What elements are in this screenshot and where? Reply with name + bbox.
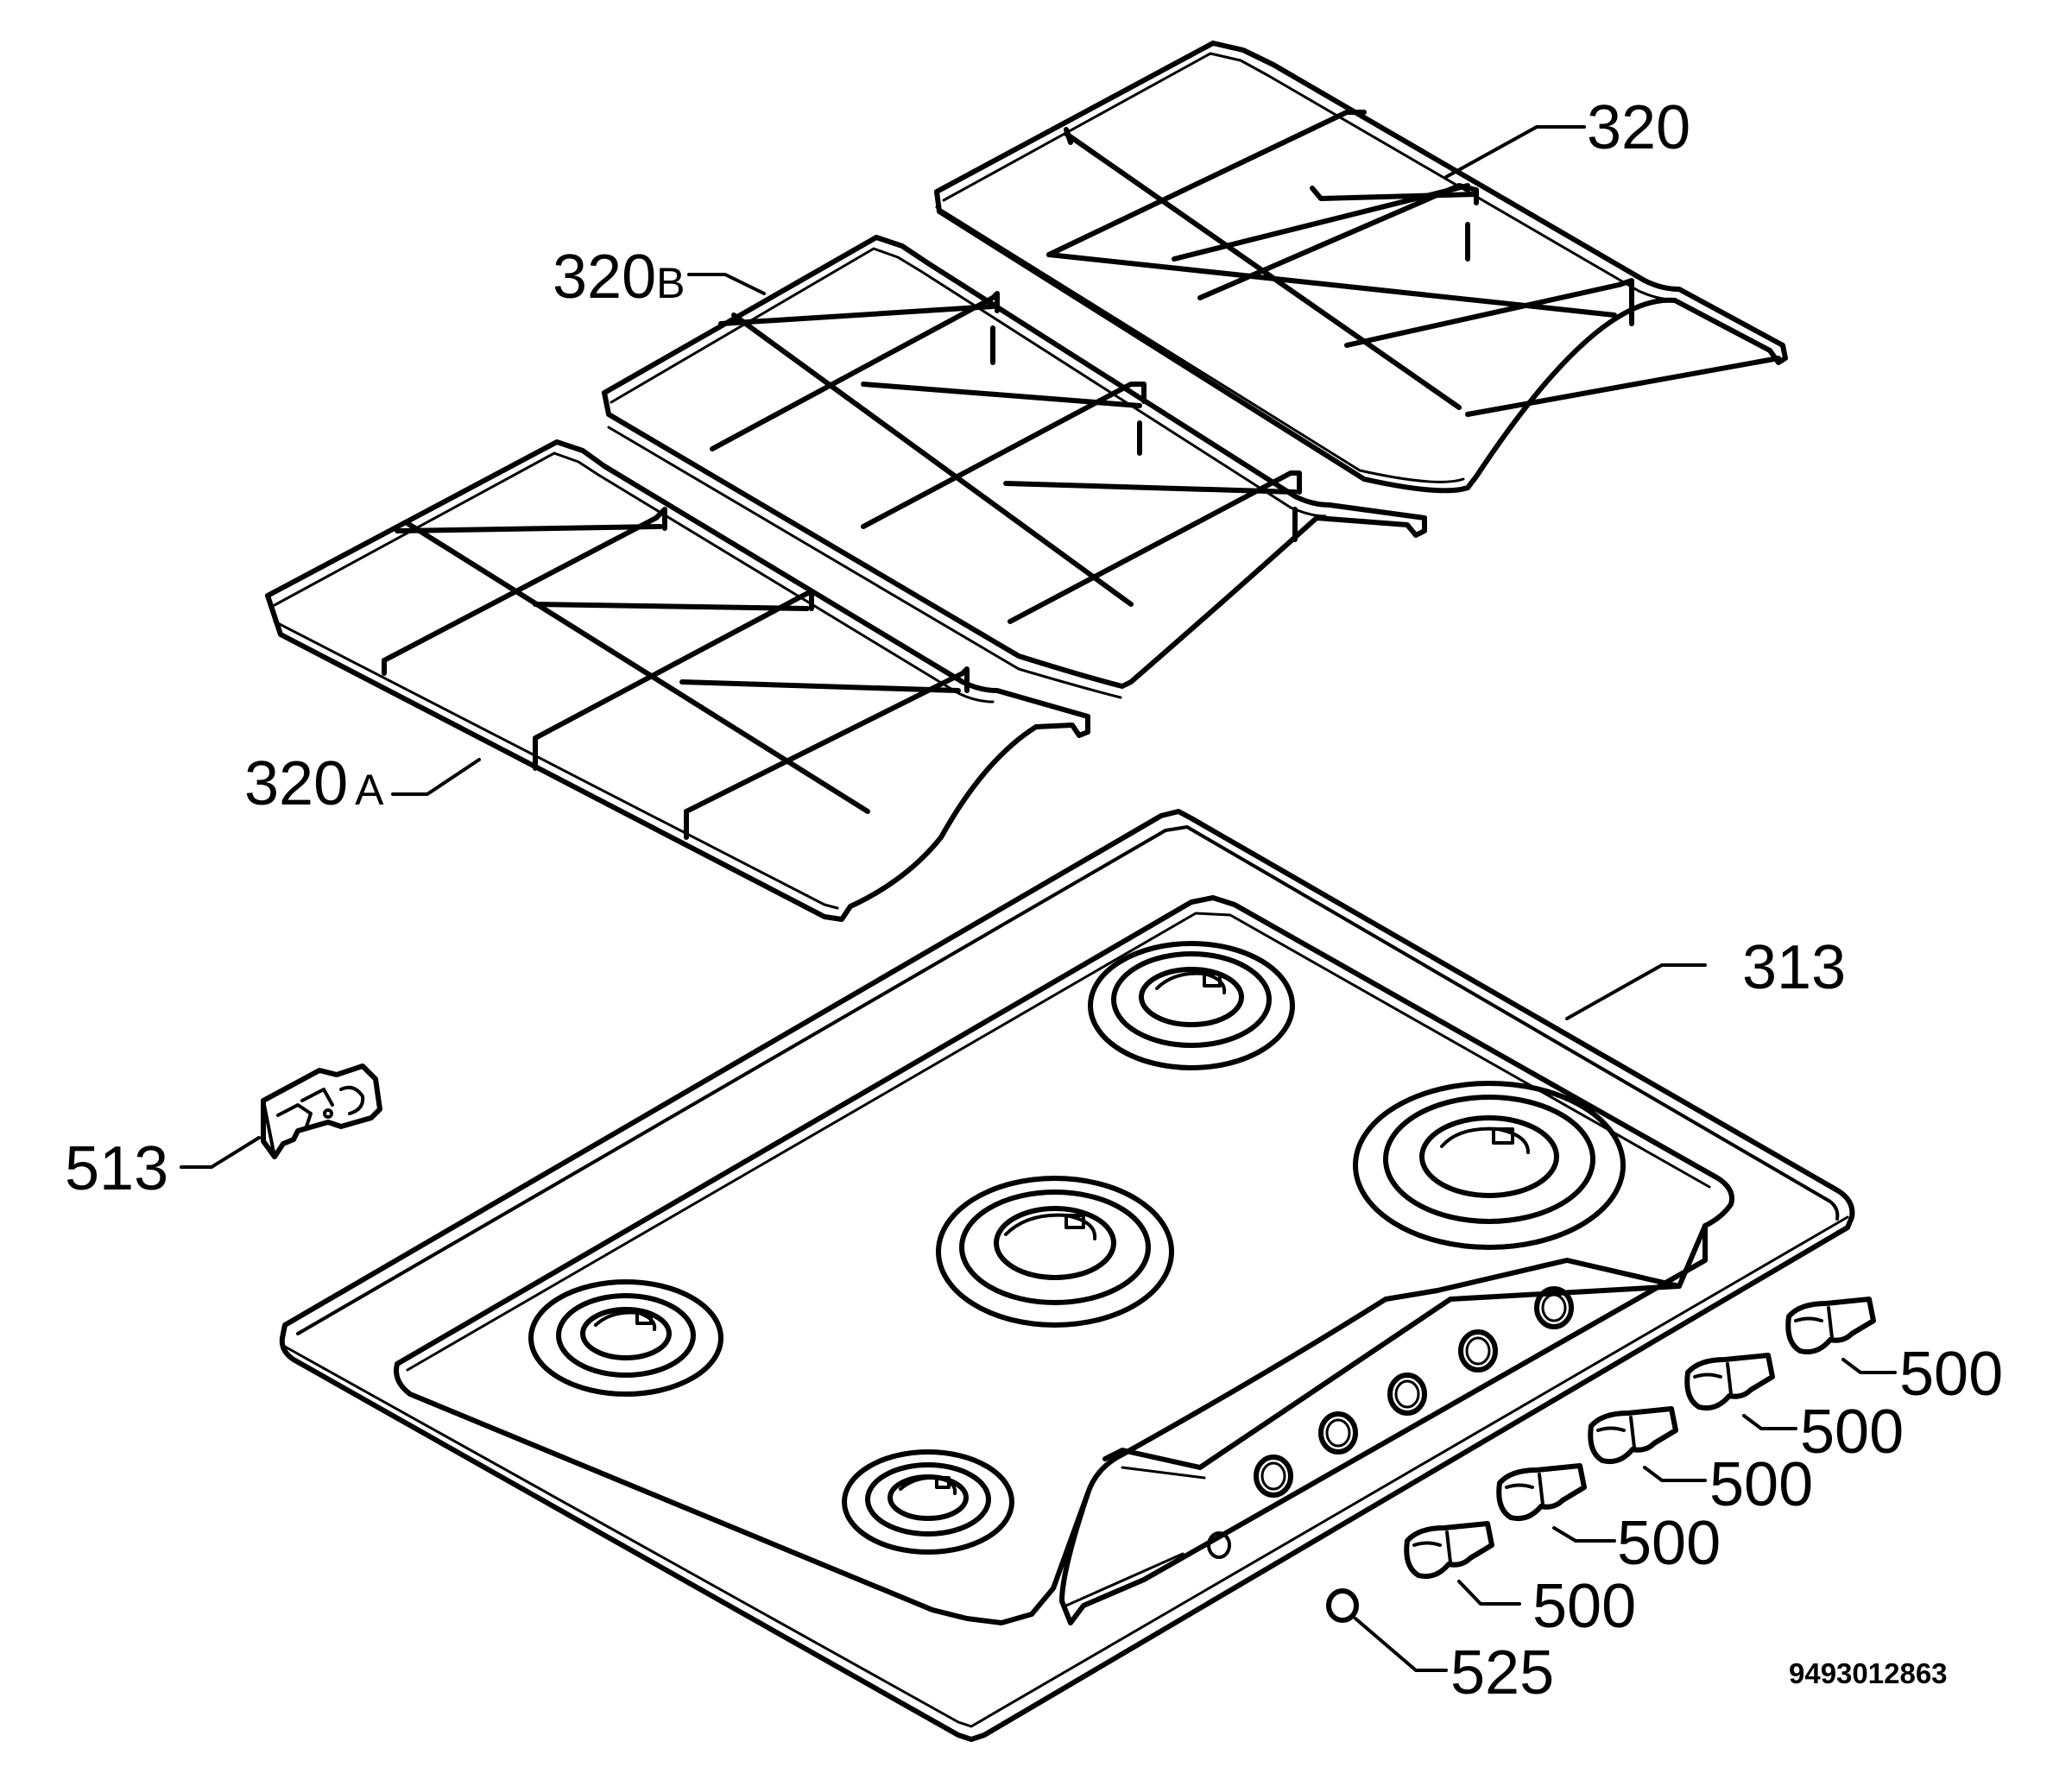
label-313: 313 xyxy=(1742,933,1846,1002)
grate-320b-middle[interactable] xyxy=(602,235,1427,699)
control-knobs-500[interactable] xyxy=(1404,1297,1876,1580)
knob-holes xyxy=(1207,1286,1574,1559)
leader-lines xyxy=(180,125,1897,1672)
label-320: 320 xyxy=(1587,93,1690,162)
clip-513[interactable] xyxy=(261,1063,382,1159)
burner-left xyxy=(528,1279,723,1397)
hob-top-313[interactable] xyxy=(279,809,1855,1742)
grate-320-rear[interactable] xyxy=(934,41,1788,494)
label-500-4: 500 xyxy=(1617,1509,1721,1578)
burner-center xyxy=(936,1176,1174,1328)
burner-rear xyxy=(1088,941,1295,1070)
ignition-button-525[interactable] xyxy=(1326,1588,1359,1623)
burner-front xyxy=(842,1449,1014,1555)
label-513: 513 xyxy=(65,1134,168,1203)
knob-5[interactable] xyxy=(1404,1521,1494,1580)
knob-4[interactable] xyxy=(1496,1463,1587,1522)
grate-320a-front[interactable] xyxy=(265,439,1090,922)
label-500-5: 500 xyxy=(1532,1572,1636,1641)
knob-2[interactable] xyxy=(1684,1353,1775,1411)
knob-1[interactable] xyxy=(1785,1297,1876,1355)
knob-3[interactable] xyxy=(1588,1406,1678,1465)
label-500-3: 500 xyxy=(1709,1450,1813,1519)
burner-right xyxy=(1353,1081,1626,1250)
label-525: 525 xyxy=(1450,1638,1554,1707)
label-500-1: 500 xyxy=(1899,1340,2003,1409)
drawing-number: 9493012863 xyxy=(1789,1657,1948,1689)
label-500-2: 500 xyxy=(1800,1398,1904,1467)
label-320b: 320B xyxy=(553,243,685,312)
